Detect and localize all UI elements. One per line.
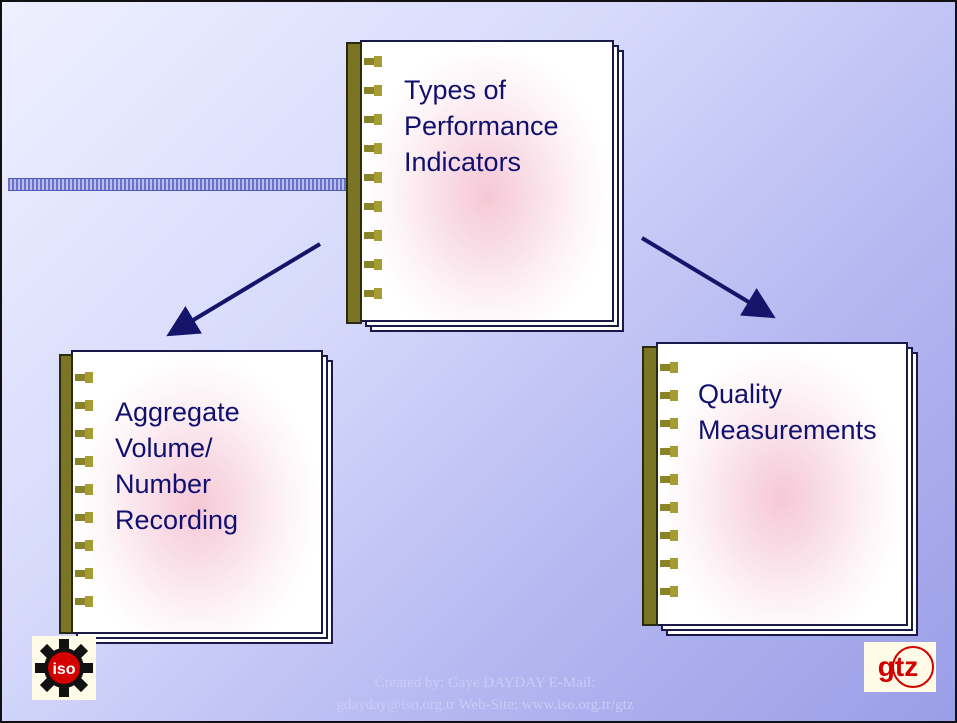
- notebook-spine: [642, 346, 658, 626]
- arrow-right: [640, 236, 776, 319]
- notebook-top: Types of Performance Indicators: [346, 38, 626, 338]
- footer-credit: Created by: Gaye DAYDAY E-Mail: gdayday@…: [336, 675, 634, 713]
- node-label-top: Types of Performance Indicators: [404, 75, 559, 177]
- node-label-right: Quality Measurements: [698, 379, 877, 445]
- notebook-spine: [346, 42, 362, 324]
- notebook-front-page: [360, 40, 614, 322]
- arrow-left: [166, 242, 322, 337]
- iso-logo: iso: [32, 636, 96, 700]
- node-label-left: Aggregate Volume/ Number Recording: [115, 397, 240, 535]
- gtz-logo-text: gtz: [878, 651, 918, 682]
- notebook-spine: [59, 354, 73, 634]
- iso-logo-text: iso: [52, 661, 75, 678]
- notebook-front-page: [656, 342, 908, 626]
- gtz-logo: gtz: [864, 642, 936, 692]
- decorative-bar: [8, 178, 350, 191]
- notebook-left: Aggregate Volume/ Number Recording: [59, 348, 339, 648]
- notebook-right: Quality Measurements: [642, 340, 922, 640]
- notebook-front-page: [71, 350, 323, 634]
